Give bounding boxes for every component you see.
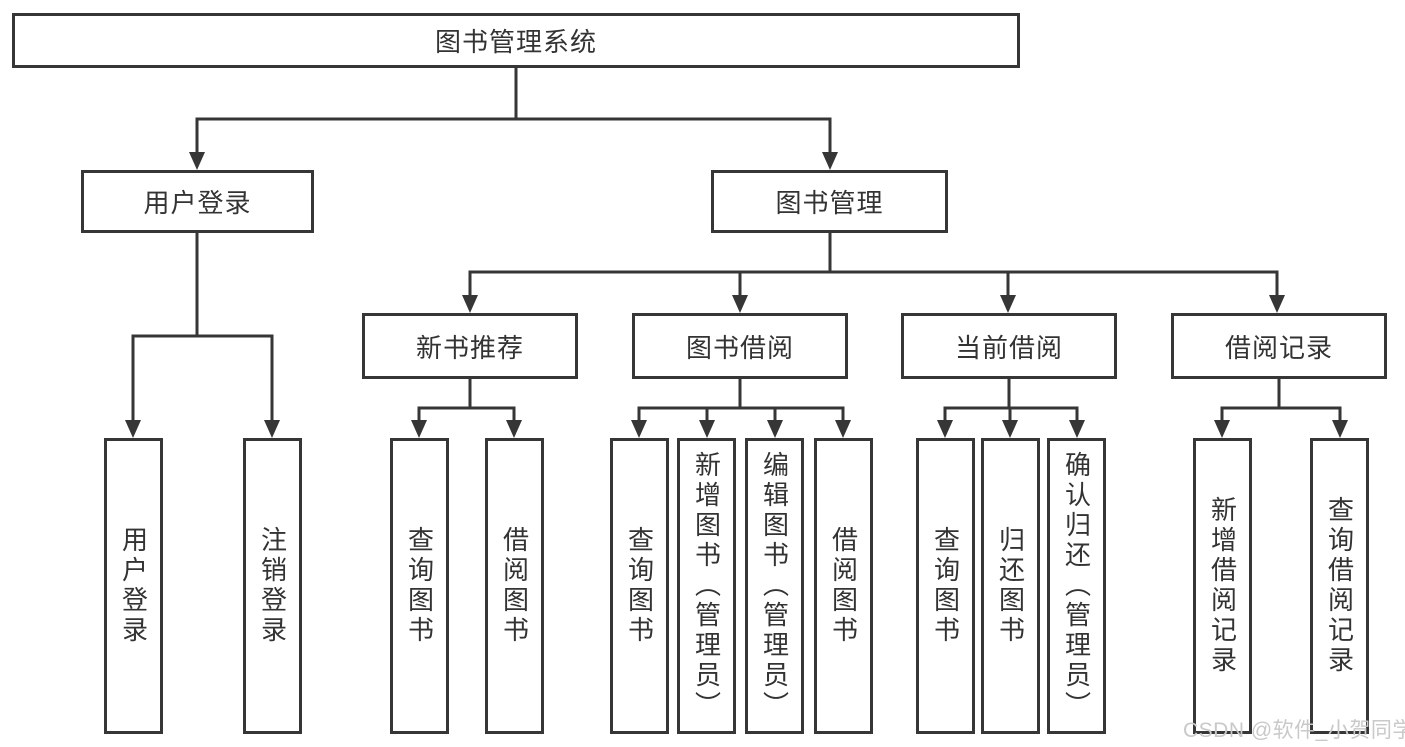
connector-new-books [417, 379, 516, 424]
node-book-borrowing: 图书借阅 [632, 313, 848, 379]
leaf-borrow-books-1: 借阅图书 [485, 438, 544, 734]
leaf-query-books-1: 查询图书 [390, 438, 449, 734]
node-new-book-recommend: 新书推荐 [362, 313, 578, 379]
connector-book-mgmt [468, 233, 1279, 299]
leaf-borrow-books-2: 借阅图书 [814, 438, 873, 734]
connector-borrowing [637, 379, 845, 424]
node-book-management: 图书管理 [711, 170, 948, 233]
connector-borrow-records [1220, 379, 1342, 424]
arrow-down-icons-level3 [462, 295, 1285, 313]
node-root: 图书管理系统 [12, 13, 1020, 68]
arrow-down-icons-leaves [125, 420, 1348, 438]
leaf-add-books-admin: 新增图书（管理员） [677, 438, 736, 734]
leaf-edit-books-admin: 编辑图书（管理员） [745, 438, 804, 734]
connector-root [195, 68, 832, 156]
leaf-user-login: 用户登录 [104, 438, 163, 734]
connector-current-borrow [943, 379, 1079, 424]
leaf-query-books-3: 查询图书 [916, 438, 975, 734]
watermark-text: CSDN @软件_小贺同学 [1183, 719, 1405, 742]
leaf-return-books: 归还图书 [981, 438, 1040, 734]
leaf-query-borrow-record: 查询借阅记录 [1310, 438, 1369, 734]
leaf-logout: 注销登录 [243, 438, 302, 734]
leaf-add-borrow-record: 新增借阅记录 [1193, 438, 1252, 734]
leaf-query-books-2: 查询图书 [610, 438, 669, 734]
node-borrow-records: 借阅记录 [1171, 313, 1387, 379]
arrow-down-icons-level2 [189, 152, 838, 170]
node-user-login: 用户登录 [81, 170, 314, 233]
leaf-confirm-return-admin: 确认归还（管理员） [1047, 438, 1106, 734]
connector-user-login [131, 233, 274, 422]
node-current-borrowing: 当前借阅 [901, 313, 1117, 379]
